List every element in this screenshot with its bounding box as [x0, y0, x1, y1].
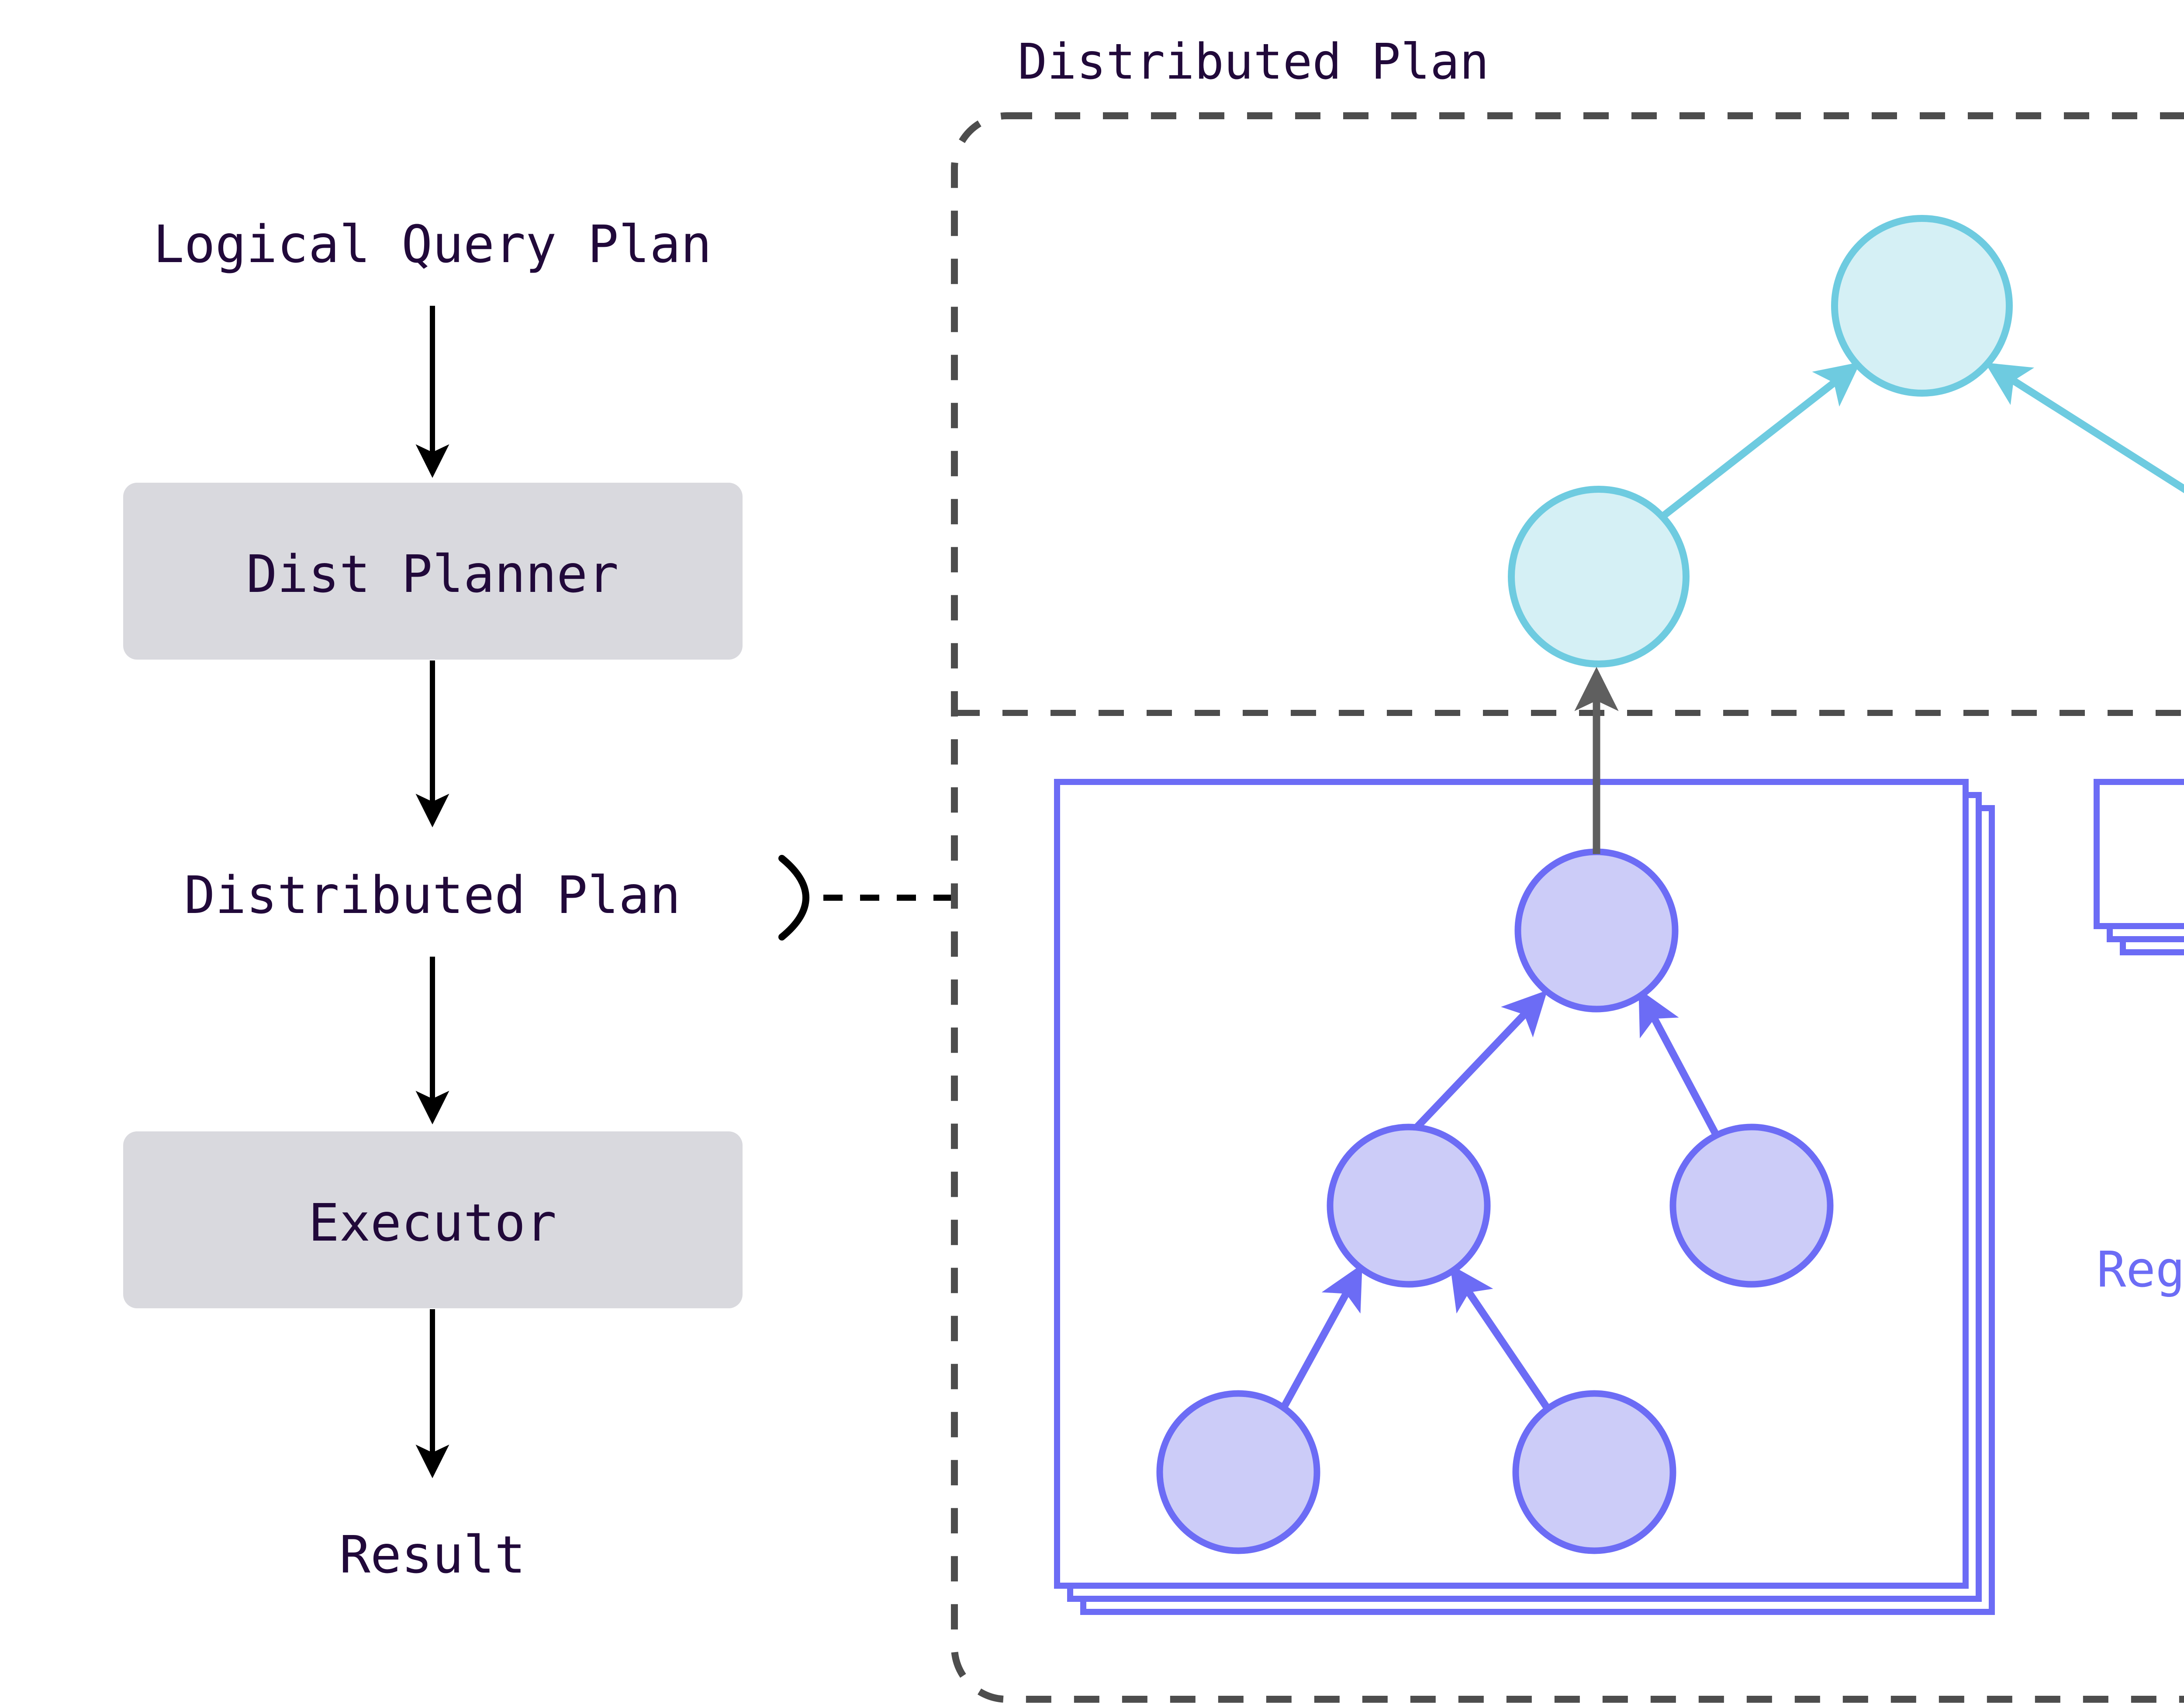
- frontend-edge-right-to-root: [1985, 363, 2184, 493]
- frontend-stage-nodes: [1508, 215, 2184, 667]
- pipeline-box-executor[interactable]: [123, 1131, 743, 1308]
- pipeline-label-logical-query-plan: Logical Query Plan: [153, 214, 712, 274]
- callout-brace: [778, 855, 809, 940]
- datanode-node-root-left-region[interactable]: [1514, 848, 1679, 1013]
- pipeline-column: Logical Query Plan Dist Planner Distribu…: [123, 214, 968, 1585]
- region-group-right: Regions: [2094, 779, 2184, 1298]
- pipeline-box-label-executor: Executor: [308, 1193, 556, 1253]
- datanode-edge-leafright-to-midleft: [1450, 1264, 1550, 1409]
- datanode-node-leaf-left[interactable]: [1156, 1390, 1320, 1554]
- datanode-node-mid-right[interactable]: [1669, 1124, 1834, 1288]
- datanode-node-leaf-right[interactable]: [1512, 1390, 1676, 1554]
- datanode-edge-midleft-to-root: [1406, 990, 1548, 1138]
- regions-label: Regions: [2097, 1241, 2184, 1298]
- cross-stage-edges: [1574, 667, 1619, 854]
- pipeline-box-label-dist-planner: Dist Planner: [246, 544, 619, 604]
- distributed-plan-title: Distributed Plan: [1018, 34, 1489, 90]
- distributed-plan-dashed-container: [951, 112, 2184, 1703]
- frontend-node-root[interactable]: [1831, 215, 2013, 397]
- pipeline-box-dist-planner[interactable]: [123, 483, 743, 660]
- distributed-plan-container-group: Distributed Plan Frontend Stage Datanode…: [951, 34, 2184, 1703]
- datanode-edge-leafleft-to-midleft: [1281, 1264, 1362, 1409]
- datanode-node-mid-left[interactable]: [1327, 1124, 1491, 1288]
- datanode-edge-midright-to-root: [1638, 989, 1720, 1138]
- region-group-left: [1054, 779, 1995, 1615]
- frontend-edge-left-to-root: [1653, 362, 1861, 525]
- pipeline-label-distributed-plan: Distributed Plan: [184, 865, 681, 925]
- frontend-node-left[interactable]: [1508, 486, 1690, 667]
- region-right-box-layer-1[interactable]: [2094, 779, 2184, 929]
- pipeline-label-result: Result: [339, 1525, 525, 1585]
